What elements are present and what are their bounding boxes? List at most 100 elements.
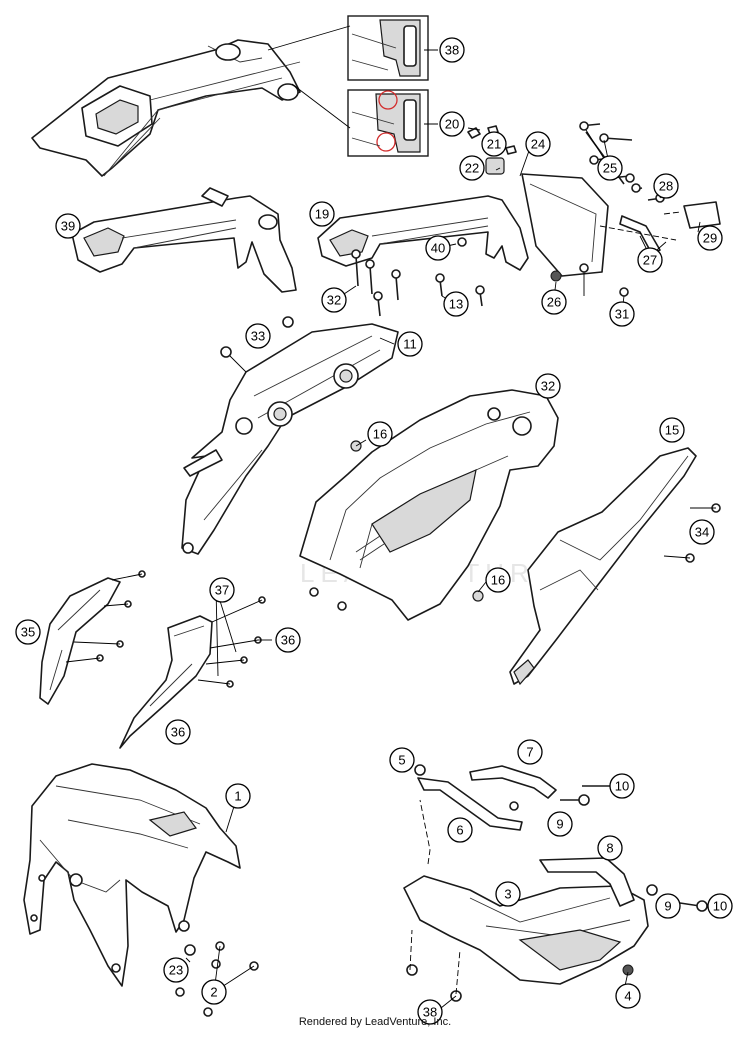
- svg-text:25: 25: [603, 161, 617, 176]
- svg-text:13: 13: [449, 297, 463, 312]
- svg-text:16: 16: [373, 427, 387, 442]
- callout-11[interactable]: 11: [397, 331, 423, 357]
- svg-text:37: 37: [215, 583, 229, 598]
- callout-35[interactable]: 36: [275, 627, 301, 653]
- callout-20[interactable]: 22: [459, 155, 485, 181]
- svg-text:31: 31: [615, 307, 629, 322]
- svg-text:4: 4: [624, 989, 631, 1004]
- callout-21[interactable]: 23: [163, 957, 189, 983]
- callout-40[interactable]: 40: [425, 235, 451, 261]
- svg-text:19: 19: [315, 207, 329, 222]
- callout-6[interactable]: 6: [447, 817, 473, 843]
- callout-2[interactable]: 2: [201, 979, 227, 1005]
- svg-text:28: 28: [659, 179, 673, 194]
- svg-text:15: 15: [665, 423, 679, 438]
- detail-inset-38: [347, 15, 429, 81]
- callout-39[interactable]: 39: [55, 213, 81, 239]
- svg-text:27: 27: [643, 253, 657, 268]
- svg-text:9: 9: [664, 899, 671, 914]
- svg-text:33: 33: [251, 329, 265, 344]
- svg-text:36: 36: [281, 633, 295, 648]
- svg-text:8: 8: [606, 841, 613, 856]
- callout-19[interactable]: 21: [481, 131, 507, 157]
- svg-text:7: 7: [526, 745, 533, 760]
- callout-37[interactable]: 38: [417, 999, 443, 1025]
- svg-text:21: 21: [487, 137, 501, 152]
- skid-plate-3: [403, 799, 649, 1002]
- callout-15[interactable]: 15: [659, 417, 685, 443]
- callout-10-top[interactable]: 10: [609, 773, 635, 799]
- svg-text:16: 16: [491, 573, 505, 588]
- side-panel-15: [509, 447, 721, 686]
- callout-4[interactable]: 4: [615, 983, 641, 1009]
- seat-base-29: [299, 389, 559, 621]
- callout-3[interactable]: 3: [495, 881, 521, 907]
- callout-22[interactable]: 24: [525, 131, 551, 157]
- svg-text:38: 38: [423, 1005, 437, 1020]
- svg-text:11: 11: [403, 337, 417, 352]
- svg-text:38: 38: [445, 43, 459, 58]
- callout-1[interactable]: 1: [225, 783, 251, 809]
- footer-credit: Rendered by LeadVenture, Inc.: [298, 1016, 452, 1028]
- detail-inset-18: [347, 89, 429, 157]
- side-cover-33: [39, 570, 146, 705]
- callout-32-top[interactable]: 33: [245, 323, 271, 349]
- callout-34[interactable]: 36: [165, 719, 191, 745]
- svg-text:24: 24: [531, 137, 545, 152]
- svg-text:40: 40: [431, 241, 445, 256]
- callout-16-top[interactable]: 16: [367, 421, 393, 447]
- callout-9-bottom[interactable]: 9: [655, 893, 681, 919]
- callout-27[interactable]: 29: [697, 225, 723, 251]
- svg-text:34: 34: [695, 525, 709, 540]
- svg-text:1: 1: [234, 789, 241, 804]
- callout-38[interactable]: 38: [439, 37, 465, 63]
- svg-text:6: 6: [456, 823, 463, 838]
- svg-text:29: 29: [703, 231, 717, 246]
- callouts: 38 20 21 24 22 25 28 19 39 29 40 27 32 2…: [15, 37, 733, 1025]
- subframe-top: [31, 39, 301, 177]
- callout-29[interactable]: 32: [535, 373, 561, 399]
- side-cover-34: [119, 596, 266, 749]
- side-panel-11: [181, 316, 399, 555]
- svg-text:20: 20: [445, 117, 459, 132]
- callout-33[interactable]: 35: [15, 619, 41, 645]
- svg-text:10: 10: [615, 779, 629, 794]
- svg-text:10: 10: [713, 899, 727, 914]
- callout-16-bottom[interactable]: 16: [485, 567, 511, 593]
- plate-holder-22: [521, 173, 609, 277]
- svg-text:22: 22: [465, 161, 479, 176]
- callout-10-bottom[interactable]: 10: [707, 893, 733, 919]
- callout-24[interactable]: 26: [541, 289, 567, 315]
- svg-text:32: 32: [541, 379, 555, 394]
- svg-text:32: 32: [327, 293, 341, 308]
- svg-text:35: 35: [21, 625, 35, 640]
- callout-13[interactable]: 13: [443, 291, 469, 317]
- subframe-39: [71, 187, 297, 293]
- callout-17[interactable]: 19: [309, 201, 335, 227]
- svg-text:5: 5: [398, 753, 405, 768]
- callout-26[interactable]: 28: [653, 173, 679, 199]
- callout-18[interactable]: 20: [439, 111, 465, 137]
- callout-9-top[interactable]: 9: [547, 811, 573, 837]
- callout-36[interactable]: 37: [209, 577, 235, 603]
- subframe-17: [317, 195, 529, 271]
- svg-text:23: 23: [169, 963, 183, 978]
- callout-8[interactable]: 8: [597, 835, 623, 861]
- callout-31[interactable]: 32: [321, 287, 347, 313]
- callout-25[interactable]: 27: [637, 247, 663, 273]
- callout-32-right[interactable]: 34: [689, 519, 715, 545]
- svg-text:36: 36: [171, 725, 185, 740]
- bracket-6-7: [414, 764, 632, 831]
- svg-text:3: 3: [504, 887, 511, 902]
- svg-text:9: 9: [556, 817, 563, 832]
- svg-text:2: 2: [210, 985, 217, 1000]
- reflector-27: [683, 201, 721, 229]
- svg-text:39: 39: [61, 219, 75, 234]
- callout-28[interactable]: 31: [609, 301, 635, 327]
- callout-7[interactable]: 7: [517, 739, 543, 765]
- front-fender-1: [23, 763, 241, 987]
- svg-text:26: 26: [547, 295, 561, 310]
- callout-5[interactable]: 5: [389, 747, 415, 773]
- callout-23[interactable]: 25: [597, 155, 623, 181]
